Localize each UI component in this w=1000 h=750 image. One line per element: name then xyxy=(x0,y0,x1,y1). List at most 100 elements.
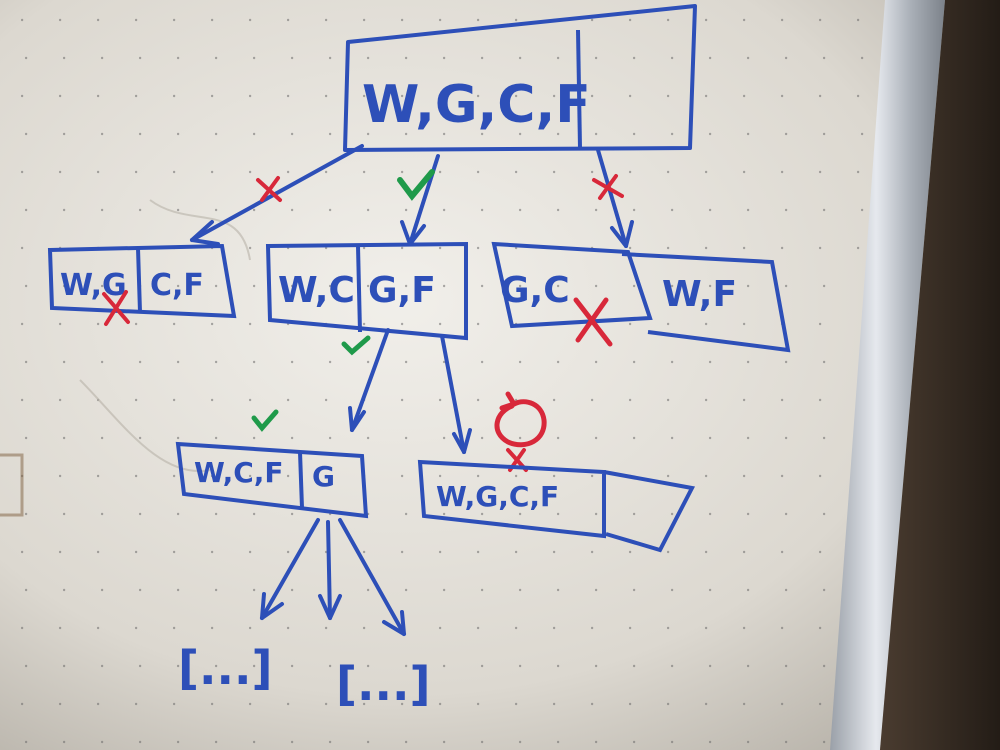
grid-dot xyxy=(172,170,176,174)
grid-dot xyxy=(290,664,294,668)
grid-dot xyxy=(176,512,180,516)
grid-dot xyxy=(324,474,328,478)
grid-dot xyxy=(20,626,24,630)
grid-dot xyxy=(742,18,746,22)
grid-dot xyxy=(58,322,62,326)
grid-dot xyxy=(362,18,366,22)
grid-dot xyxy=(594,740,598,744)
grid-dot xyxy=(404,56,408,60)
grid-dot xyxy=(780,626,784,630)
grid-dot xyxy=(24,360,28,364)
grid-dot xyxy=(628,18,632,22)
grid-dot xyxy=(628,246,632,250)
grid-dot xyxy=(670,664,674,668)
grid-dot xyxy=(666,702,670,706)
grid-dot xyxy=(400,398,404,402)
grid-dot xyxy=(24,588,28,592)
grid-dot xyxy=(176,588,180,592)
grid-dot xyxy=(438,322,442,326)
grid-dot xyxy=(822,208,826,212)
grid-dot xyxy=(248,18,252,22)
grid-dot xyxy=(20,702,24,706)
grid-dot xyxy=(780,702,784,706)
grid-dot xyxy=(666,170,670,174)
grid-dot xyxy=(746,664,750,668)
grid-dot xyxy=(818,18,822,22)
grid-dot xyxy=(400,702,404,706)
grid-dot xyxy=(742,322,746,326)
grid-dot xyxy=(708,588,712,592)
grid-dot xyxy=(552,474,556,478)
grid-dot xyxy=(134,702,138,706)
grid-dot xyxy=(210,550,214,554)
grid-dot xyxy=(442,664,446,668)
grid-dot xyxy=(480,56,484,60)
grid-dot xyxy=(518,664,522,668)
grid-dot xyxy=(252,360,256,364)
grid-dot xyxy=(324,626,328,630)
grid-dot xyxy=(290,284,294,288)
grid-dot xyxy=(518,588,522,592)
grid-dot xyxy=(780,550,784,554)
grid-dot xyxy=(214,132,218,136)
grid-dot xyxy=(784,436,788,440)
grid-dot xyxy=(134,18,138,22)
grid-dot xyxy=(252,436,256,440)
grid-dot xyxy=(670,436,674,440)
grid-dot xyxy=(784,56,788,60)
l1-mid-node xyxy=(265,241,468,341)
grid-dot xyxy=(742,626,746,630)
grid-dot xyxy=(290,512,294,516)
grid-dot xyxy=(134,170,138,174)
grid-dot xyxy=(328,740,332,744)
grid-dot xyxy=(20,18,24,22)
grid-dot xyxy=(856,170,860,174)
grid-dot xyxy=(58,398,62,402)
grid-dot xyxy=(480,360,484,364)
grid-dot xyxy=(24,208,28,212)
grid-dot xyxy=(746,132,750,136)
grid-dot xyxy=(856,246,860,250)
grid-dot xyxy=(666,626,670,630)
grid-dot xyxy=(400,322,404,326)
grid-dot xyxy=(438,94,442,98)
grid-dot xyxy=(438,702,442,706)
grid-dot xyxy=(172,18,176,22)
grid-dot xyxy=(404,664,408,668)
grid-dot xyxy=(172,474,176,478)
grid-dot xyxy=(62,132,66,136)
grid-dot xyxy=(290,588,294,592)
grid-dot xyxy=(290,436,294,440)
grid-dot xyxy=(556,740,560,744)
l2-right-left-label: W,G,C,F xyxy=(436,480,559,513)
check-icon xyxy=(341,335,371,356)
l2-left-node xyxy=(175,441,369,519)
grid-dot xyxy=(438,170,442,174)
grid-dot xyxy=(24,436,28,440)
wall-background xyxy=(880,0,1000,750)
grid-dot xyxy=(248,322,252,326)
grid-dot xyxy=(822,588,826,592)
grid-dot xyxy=(438,626,442,630)
grid-dot xyxy=(556,284,560,288)
root-left-label: W,G,C,F xyxy=(362,75,591,135)
grid-dot xyxy=(404,132,408,136)
grid-dot xyxy=(780,246,784,250)
grid-dot xyxy=(172,398,176,402)
l1-mid-edges xyxy=(348,328,472,454)
check-icon xyxy=(397,169,435,201)
grid-dot xyxy=(286,94,290,98)
grid-dot xyxy=(628,170,632,174)
grid-dot xyxy=(632,208,636,212)
grid-dot xyxy=(552,550,556,554)
grid-dot xyxy=(404,740,408,744)
cycle-icon xyxy=(494,391,547,448)
grid-dot xyxy=(518,740,522,744)
grid-dot xyxy=(442,512,446,516)
grid-dot xyxy=(248,474,252,478)
grid-dot xyxy=(708,360,712,364)
grid-dot xyxy=(822,740,826,744)
grid-dot xyxy=(24,56,28,60)
grid-dot xyxy=(704,474,708,478)
grid-dot xyxy=(628,626,632,630)
